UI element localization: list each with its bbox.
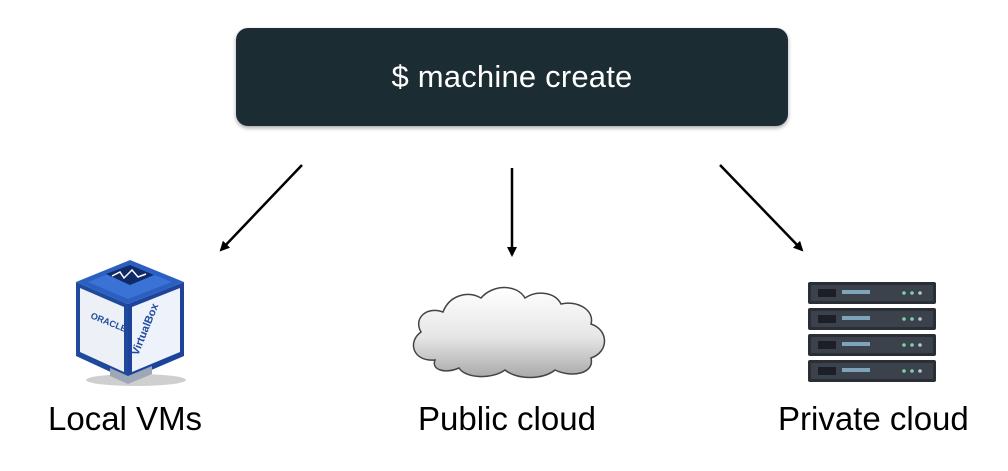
label-local-vms: Local VMs	[48, 400, 203, 437]
label-public-cloud: Public cloud	[418, 400, 596, 437]
arrow-private-cloud	[719, 164, 804, 252]
command-box: $ machine create	[236, 28, 788, 126]
arrow-local-vms	[219, 164, 303, 252]
command-text: $ machine create	[391, 59, 633, 94]
virtualbox-icon: ORACLE VirtualBox	[76, 260, 186, 386]
server-rack-icon	[808, 282, 936, 382]
label-private-cloud: Private cloud	[778, 400, 969, 437]
cloud-icon	[412, 286, 606, 379]
